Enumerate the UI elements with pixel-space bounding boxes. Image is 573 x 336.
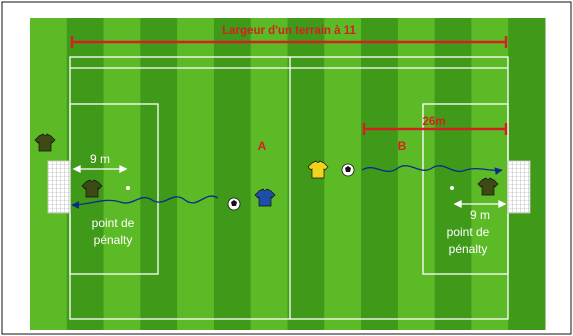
distance-9m-right-label: 9 m (470, 208, 490, 222)
zone-b-label: B (398, 139, 407, 153)
grass-stripe (104, 18, 141, 330)
penalty-left-line1: point de (92, 216, 135, 230)
penalty-right-line1: point de (447, 225, 490, 239)
distance-26m-label: 26m (422, 116, 445, 128)
grass-stripe (214, 18, 251, 330)
left-goal-net (48, 161, 70, 213)
right-goal-net (508, 161, 530, 213)
zone-a-label: A (258, 139, 267, 153)
ball-left (228, 198, 240, 210)
grass-stripe (140, 18, 177, 330)
grass-stripe (177, 18, 214, 330)
penalty-right-line2: pénalty (449, 242, 488, 256)
grass-stripe (361, 18, 398, 330)
grass-stripe (324, 18, 361, 330)
distance-9m-left-label: 9 m (90, 152, 110, 166)
grass-stripe (398, 18, 435, 330)
grass-stripe (67, 18, 104, 330)
width-title: Largeur d'un terrain à 11 (222, 25, 356, 37)
grass-stripe (435, 18, 472, 330)
left-penalty-spot (126, 186, 130, 190)
penalty-left-line2: pénalty (94, 233, 133, 247)
ball-right (342, 164, 354, 176)
grass-stripe (251, 18, 288, 330)
right-penalty-spot (450, 186, 454, 190)
grass-stripes (30, 18, 546, 330)
grass-stripe (471, 18, 508, 330)
